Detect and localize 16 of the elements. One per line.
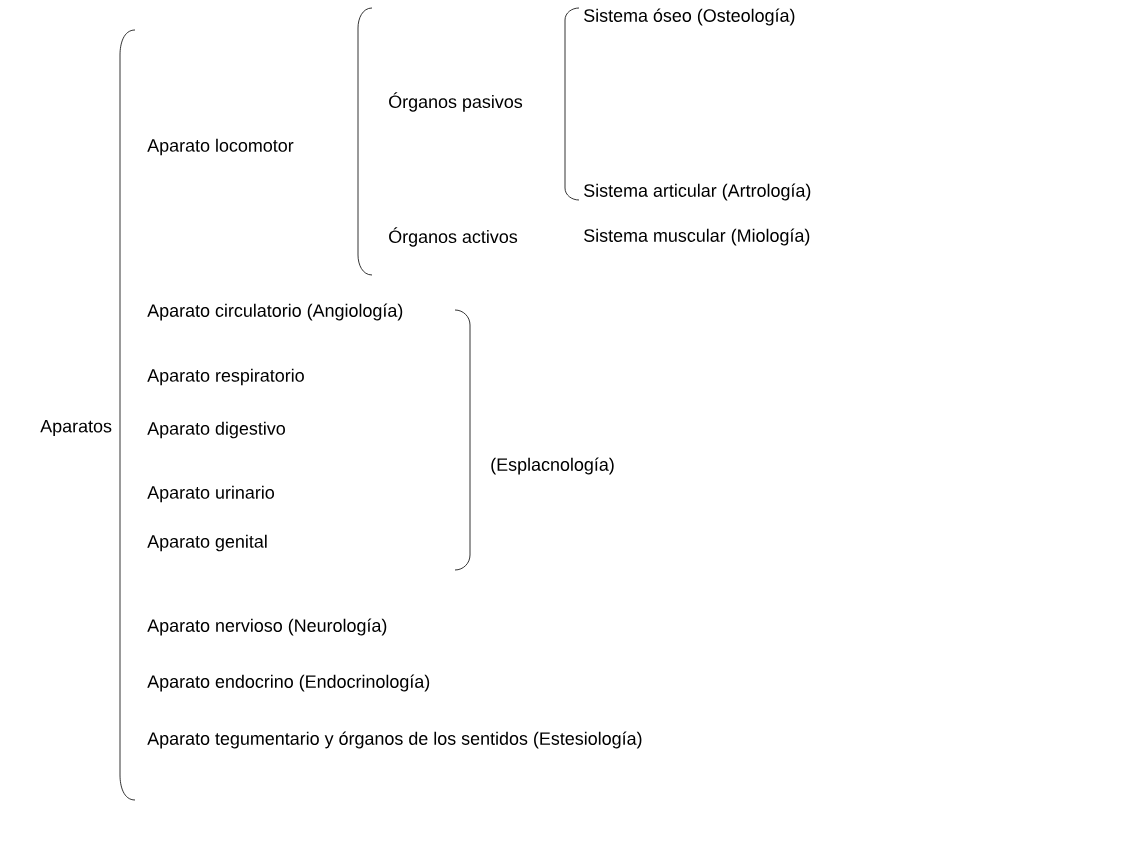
term-label: Sistema óseo (Osteología) — [584, 8, 795, 26]
term-label: Aparato digestivo — [147, 421, 285, 439]
term-label: Aparato genital — [147, 534, 267, 552]
term-label: Aparato tegumentario y órganos de los sentidos (Estesiología) — [147, 731, 642, 749]
term-label: Aparato locomotor — [147, 138, 294, 156]
term-label: Aparato circulatorio (Angiología) — [147, 303, 403, 321]
term-label: Sistema articular (Artrología) — [584, 183, 811, 201]
term-label: Aparato nervioso (Neurología) — [147, 618, 387, 636]
term-label: (Esplacnología) — [491, 457, 614, 475]
term-label: Sistema muscular (Miología) — [584, 228, 810, 246]
term-label: Órganos pasivos — [389, 92, 523, 112]
term-label: Aparato urinario — [147, 485, 274, 503]
term-label: Aparato respiratorio — [147, 368, 304, 386]
term-label: Aparatos — [40, 419, 112, 436]
term-label: Órganos activos — [389, 227, 518, 247]
term-label: Aparato endocrino (Endocrinología) — [147, 674, 430, 692]
